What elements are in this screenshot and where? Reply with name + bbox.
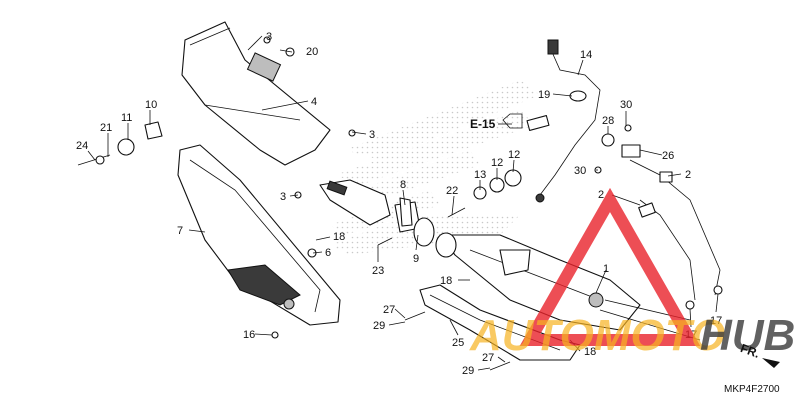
wing-logo-watermark: [330, 80, 540, 255]
callout-30b: 30: [574, 165, 586, 177]
callout-8: 8: [400, 179, 406, 191]
callout-29: 29: [373, 320, 385, 332]
direction-label: FR.: [739, 341, 762, 361]
exhaust-heat-guard-part: [177, 144, 341, 326]
callout-9: 9: [413, 253, 419, 265]
watermark-text-b: HUB: [700, 311, 795, 360]
callout-29b: 29: [462, 365, 474, 377]
callout-26: 26: [662, 150, 674, 162]
front-direction-indicator: FR.: [739, 341, 780, 368]
exhaust-pipe-part: [435, 232, 641, 331]
callout-14: 14: [580, 49, 592, 61]
callout-27b: 27: [482, 352, 494, 364]
callout-2b: 2: [598, 189, 604, 201]
callout-3: 3: [266, 31, 272, 43]
callout-18: 18: [333, 231, 345, 243]
callout-27: 27: [383, 304, 395, 316]
callout-6: 6: [325, 247, 331, 259]
watermark-text-a: AUTOMOTO: [469, 311, 725, 360]
leader-lines: [87, 35, 719, 371]
muffler-joint-part: [319, 179, 435, 247]
section-ref-label: E-15: [470, 117, 496, 131]
muffler-protector-part: [181, 21, 331, 166]
automotohub-watermark: AUTOMOTO HUB: [469, 187, 795, 360]
callout-13: 13: [474, 169, 486, 181]
callout-19: 19: [538, 89, 550, 101]
callout-16: 16: [243, 329, 255, 341]
callout-1: 1: [603, 263, 609, 275]
callout-12b: 12: [508, 149, 520, 161]
callout-4: 4: [311, 96, 317, 108]
callout-labels: 3 20 4 10 11 21 24 7 3 3 8 18 6 9 23 22 …: [76, 31, 722, 377]
callout-3b: 3: [369, 129, 375, 141]
callout-18b: 18: [440, 275, 452, 287]
section-reference: E-15: [470, 113, 523, 131]
callout-30: 30: [620, 99, 632, 111]
callout-18c: 18: [584, 346, 596, 358]
callout-21: 21: [100, 122, 112, 134]
callout-17b: 17: [710, 315, 722, 327]
callout-2: 2: [685, 169, 691, 181]
callout-25: 25: [452, 337, 464, 349]
o2-sensor-wire-part: [526, 39, 601, 203]
callout-7: 7: [177, 225, 183, 237]
direction-arrow-icon: [762, 358, 780, 368]
diagram-code: MKP4F2700: [724, 384, 780, 395]
callout-10: 10: [145, 99, 157, 111]
callout-23: 23: [372, 265, 384, 277]
callout-20: 20: [306, 46, 318, 58]
callout-11: 11: [121, 112, 132, 124]
callout-12: 12: [491, 157, 503, 169]
callout-3c: 3: [280, 191, 286, 203]
callout-22: 22: [446, 185, 458, 197]
callout-28: 28: [602, 115, 614, 127]
callout-24: 24: [76, 140, 88, 152]
